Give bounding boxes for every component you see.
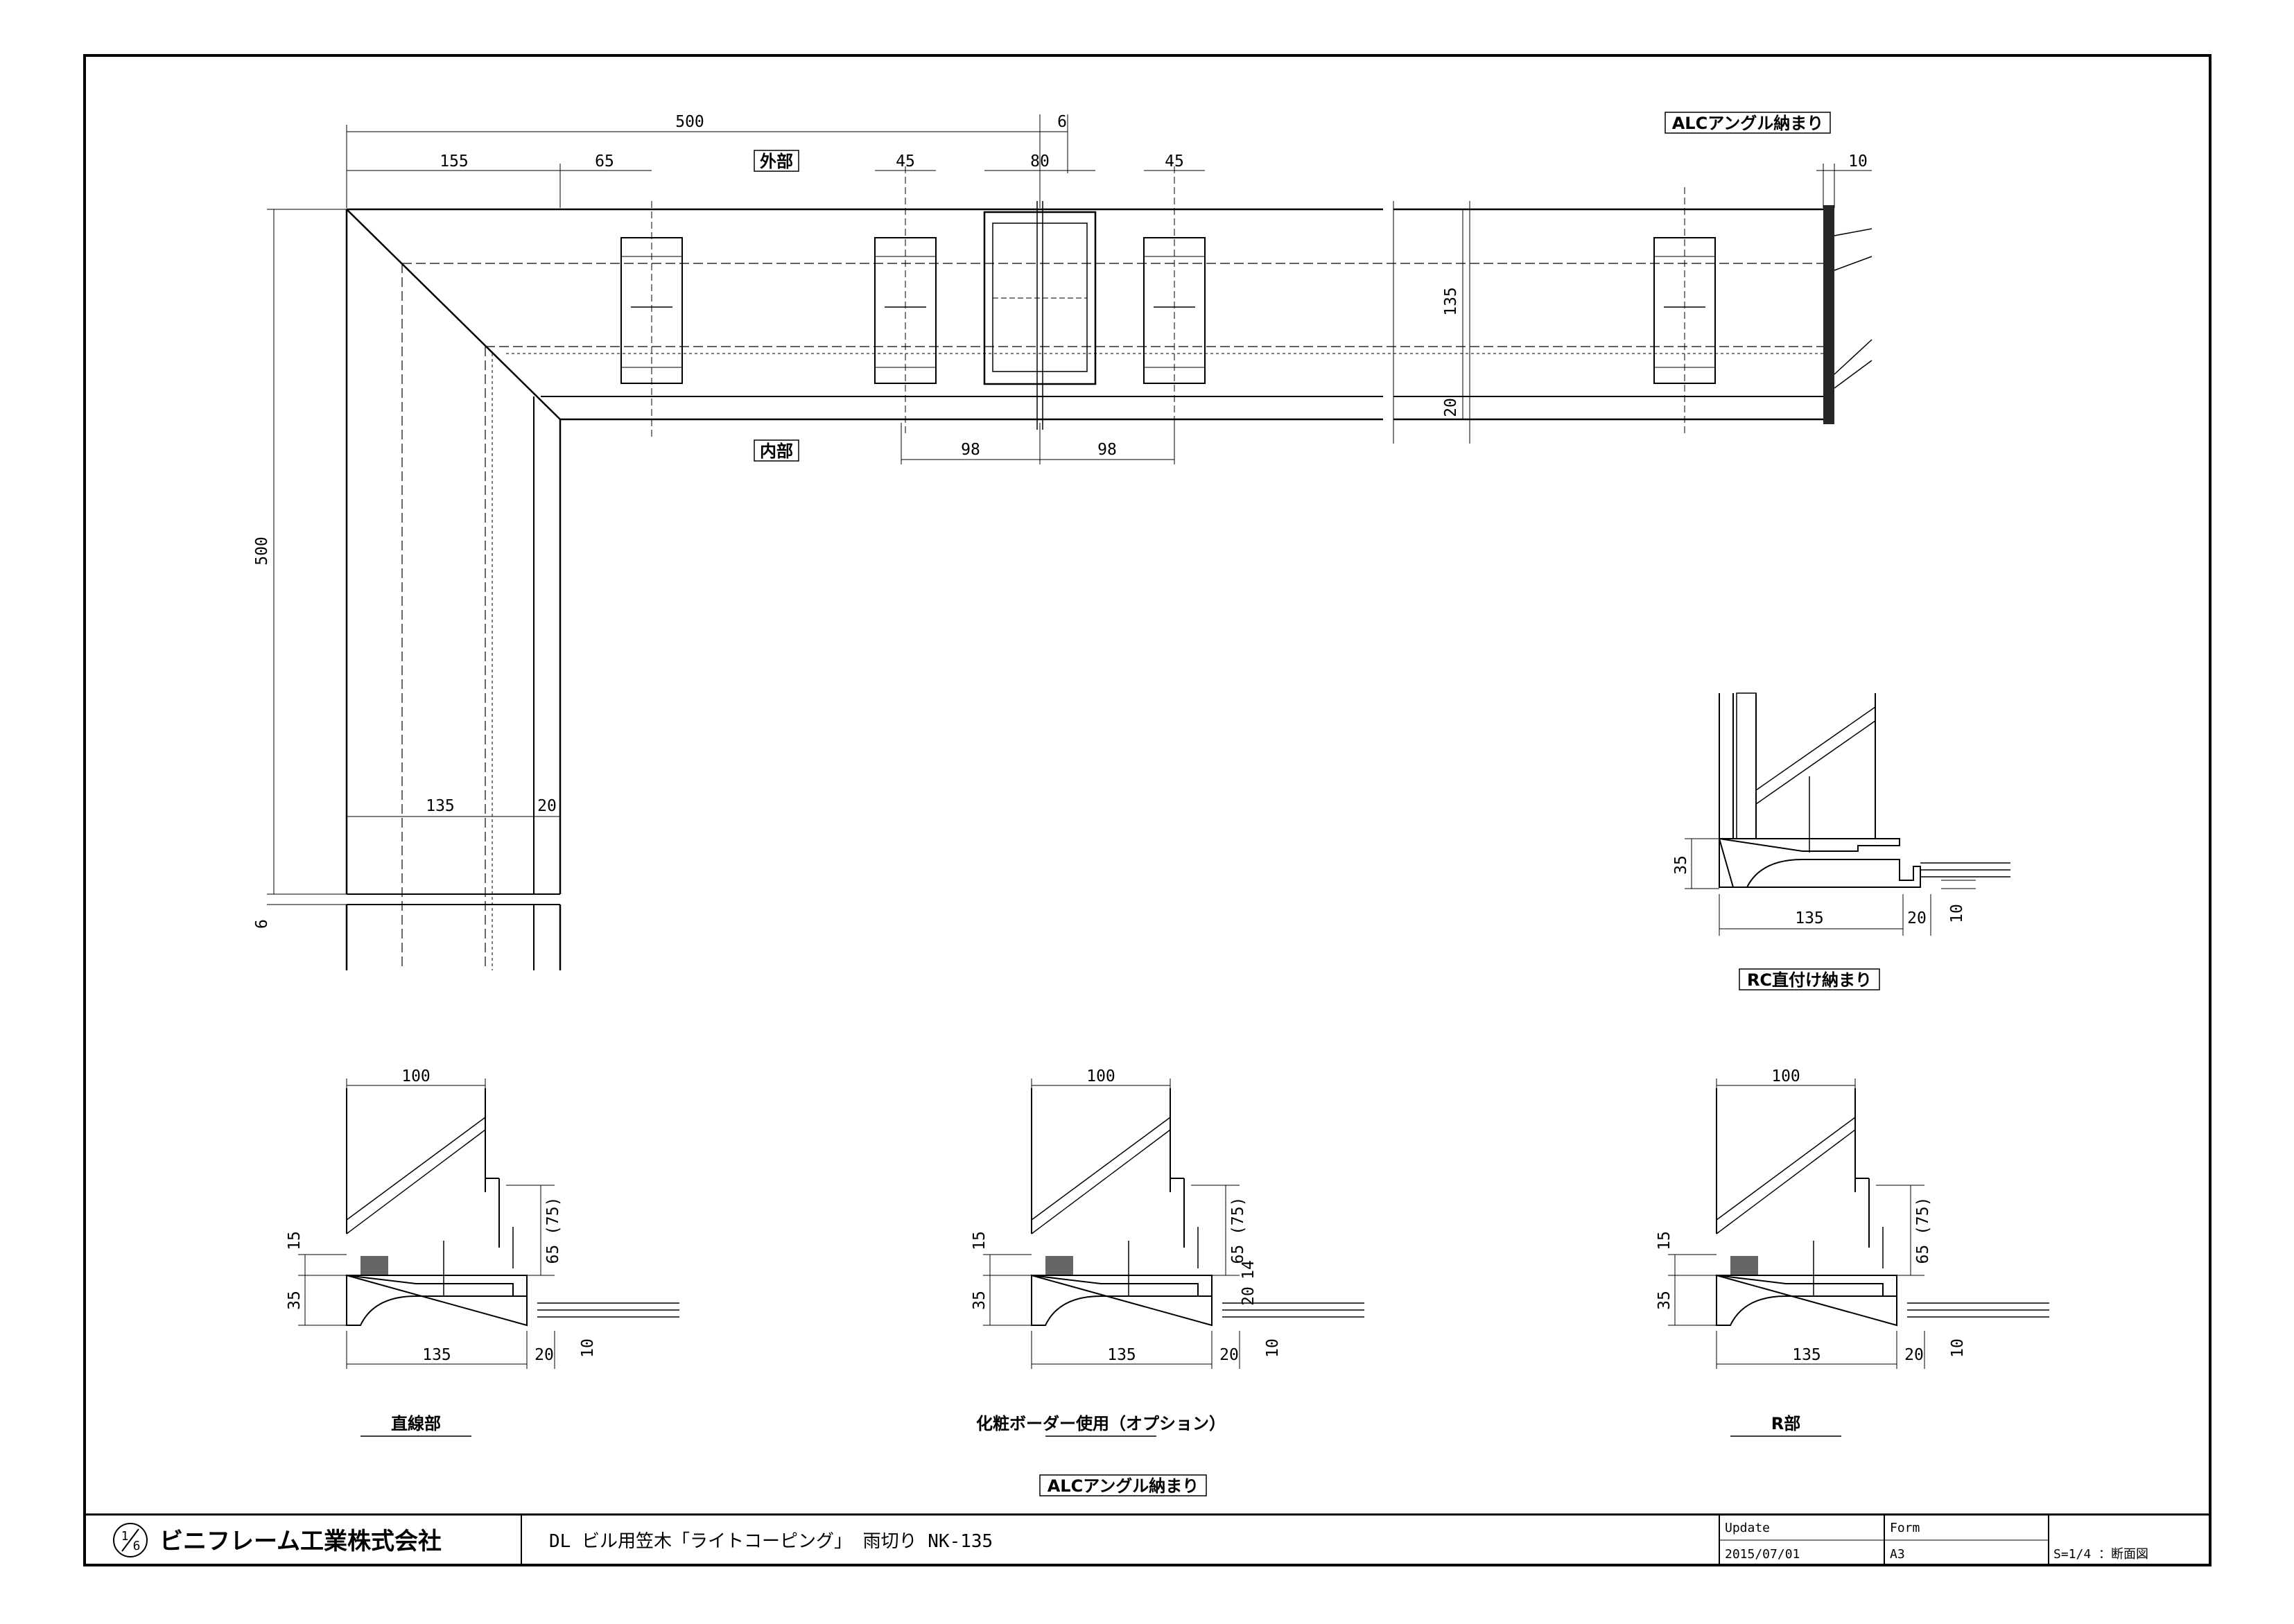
dim-text: 15: [286, 1231, 304, 1250]
section-top: [346, 1275, 528, 1297]
dim-text: 20: [1907, 909, 1927, 927]
title-block-texts: 1 6 ビニフレーム工業株式会社 DL ビル用笠木「ライトコーピング」 雨切り …: [121, 1521, 2148, 1562]
sealant-block: [360, 1256, 388, 1275]
dim-text: 135: [1107, 1346, 1136, 1364]
section-body: [346, 1274, 528, 1327]
label-inside: 内部: [760, 442, 793, 461]
form-label: Form: [1890, 1521, 1920, 1535]
update-value: 2015/07/01: [1725, 1547, 1800, 1562]
dim-text: 20: [1240, 1286, 1258, 1306]
dim-text: 135: [1795, 909, 1824, 927]
section-top: [1031, 1275, 1213, 1297]
dim-text: 20: [1219, 1346, 1239, 1364]
dim-text: 65: [595, 152, 614, 171]
logo-mark-1: 1: [121, 1529, 129, 1544]
plan-view: [267, 112, 1872, 970]
logo-mark-6: 6: [133, 1539, 141, 1553]
section-top: [1716, 1275, 1897, 1297]
dim-text: 20: [537, 797, 557, 815]
dim-text: 80: [1030, 152, 1050, 171]
dim-text: 135: [1442, 287, 1460, 316]
section-title: 直線部: [391, 1414, 441, 1433]
form-value: A3: [1890, 1547, 1905, 1562]
dim-text: 155: [440, 152, 469, 171]
dim-text: 100: [401, 1067, 431, 1085]
dim-text: 10: [1264, 1338, 1282, 1358]
rc-detail-texts: 35 135 20 10 RC直付け納まり: [1672, 855, 1966, 990]
rc-detail: [1685, 692, 2010, 990]
section-line: [1716, 1117, 1856, 1221]
bottom-label-group: ALCアングル納まり: [1039, 1474, 1207, 1496]
dim-text: 45: [1165, 152, 1184, 171]
plan-dimension-texts: 500 6 155 65 45 80 45 10 外部 内部 ALCアングル納ま…: [253, 113, 1868, 929]
section-line: [1031, 1117, 1171, 1221]
dim-text: 10: [1949, 1338, 1967, 1358]
dim-text: 500: [675, 113, 704, 131]
dim-text: 35: [1656, 1291, 1674, 1310]
dim-text: 10: [579, 1338, 597, 1358]
section-title: 化粧ボーダー使用（オプション）: [976, 1414, 1226, 1433]
dim-text: 45: [896, 152, 915, 171]
section-line: [346, 1129, 486, 1234]
section-body: [1031, 1274, 1213, 1327]
section-body: [1716, 1274, 1897, 1327]
title-block: [85, 1513, 2210, 1565]
dim-text: 20: [535, 1346, 554, 1364]
dim-text: 15: [1656, 1231, 1674, 1250]
dim-text: 6: [1057, 113, 1067, 131]
dim-text: 65 (75): [1914, 1197, 1932, 1264]
dim-text: 98: [961, 441, 980, 459]
dim-text: 15: [971, 1231, 989, 1250]
dim-text: 65 (75): [1229, 1197, 1247, 1264]
label-outside: 外部: [760, 152, 793, 171]
dim-text: 35: [971, 1291, 989, 1310]
dim-text: 65 (75): [544, 1197, 562, 1264]
dim-text: 135: [1792, 1346, 1821, 1364]
dim-text: 20: [1442, 398, 1460, 417]
update-label: Update: [1725, 1521, 1770, 1535]
dim-text: 135: [422, 1346, 451, 1364]
dim-text: 500: [253, 536, 271, 566]
bottom-label: ALCアングル納まり: [1048, 1476, 1199, 1496]
drawing-title: DL ビル用笠木「ライトコーピング」 雨切り NK-135: [549, 1531, 993, 1552]
dim-text: 6: [253, 919, 271, 929]
label-alc-angle: ALCアングル納まり: [1672, 114, 1824, 133]
scale-text: S=1/4 ：断面図: [2053, 1547, 2148, 1562]
sealant-block: [1730, 1256, 1758, 1275]
dim-text: 100: [1086, 1067, 1115, 1085]
section-title: R部: [1771, 1414, 1800, 1433]
section-line: [1031, 1129, 1171, 1234]
section-line: [1716, 1129, 1856, 1234]
dim-text: 10: [1948, 904, 1966, 923]
dim-text: 20: [1904, 1346, 1924, 1364]
dim-text: 100: [1771, 1067, 1800, 1085]
company-name: ビニフレーム工業株式会社: [159, 1528, 442, 1555]
dim-text: 35: [286, 1291, 304, 1310]
section-views: 100 65 (75) 15 35 135 20 10 直線部 100 65 (75) 15 35 13…: [286, 1067, 2049, 1437]
sheet-border: [83, 54, 2212, 1566]
section-line: [346, 1117, 486, 1221]
dim-text: 135: [426, 797, 455, 815]
dim-text: 14: [1240, 1260, 1258, 1280]
sealant-block: [1045, 1256, 1073, 1275]
dim-text: 35: [1672, 855, 1690, 875]
dim-text: 10: [1848, 152, 1868, 171]
dim-text: 98: [1097, 441, 1117, 459]
rc-detail-title: RC直付け納まり: [1747, 970, 1872, 990]
